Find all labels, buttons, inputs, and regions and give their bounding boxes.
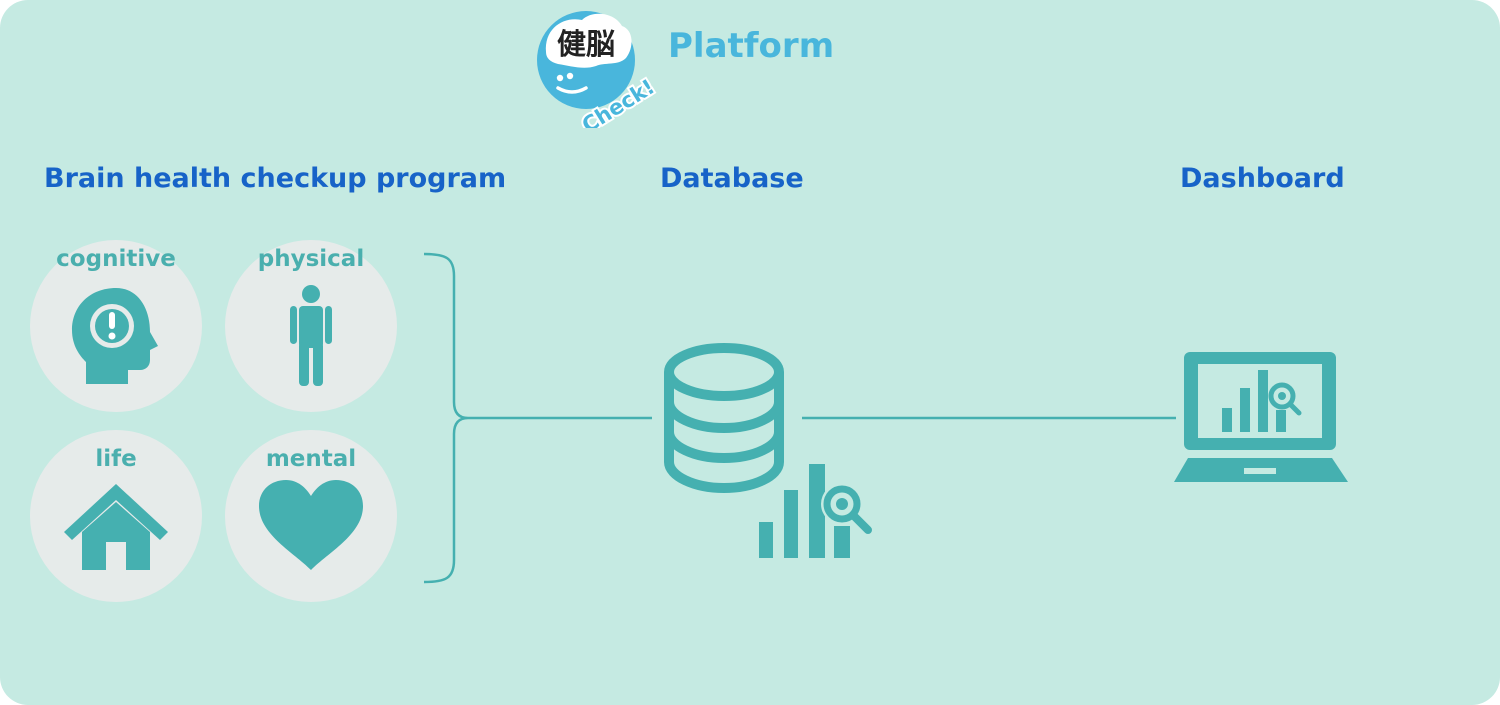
dashboard-heading: Dashboard [1180,163,1345,194]
category-label: life [95,446,137,472]
program-heading: Brain health checkup program [44,163,507,194]
platform-title: Platform [668,26,835,66]
head-exclamation-icon [68,284,164,388]
category-mental: mental [225,430,397,602]
database-icon [660,342,792,498]
logo-kanji: 健脳 [557,27,615,61]
category-cognitive: cognitive [30,240,202,412]
kennou-check-logo: 健脳 Check! [530,4,660,128]
category-label: physical [257,246,365,272]
house-icon [64,480,168,572]
category-physical: physical [225,240,397,412]
database-heading: Database [660,163,804,194]
category-label: cognitive [56,246,176,272]
bracket-connector [420,250,1500,594]
category-life: life [30,430,202,602]
category-label: mental [265,446,357,472]
heart-icon [259,480,363,572]
laptop-dashboard-icon [1172,350,1350,486]
analytics-chart-icon [756,462,874,560]
person-icon [289,284,333,388]
